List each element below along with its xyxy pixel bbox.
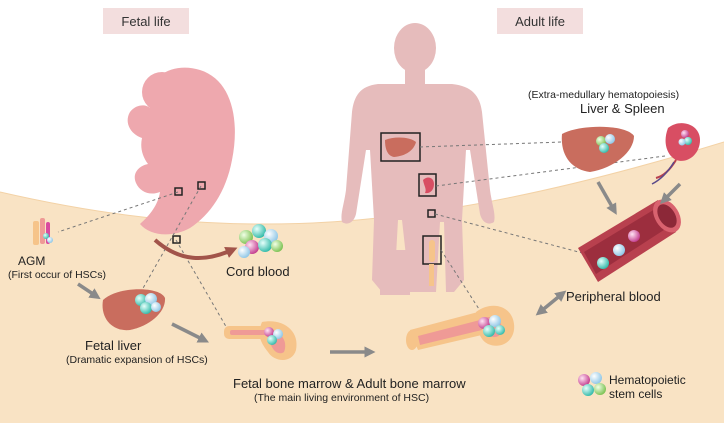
agm-icon	[33, 218, 53, 245]
crescent-band	[0, 142, 724, 423]
adult-femur-icon	[429, 240, 435, 262]
dash-fetal-liver	[141, 185, 202, 291]
embryo-site-liver-box	[197, 181, 206, 190]
dash-fetal-marrow	[175, 239, 229, 331]
arrow-agm-to-fetal-liver	[77, 282, 101, 300]
peripheral-blood-cells	[597, 230, 640, 269]
legend-label-line1: Hematopoietic	[609, 373, 686, 387]
arrow-bone-blood-exchange	[535, 290, 567, 316]
fetal-liver-cell-cluster	[135, 293, 161, 314]
embryo-figure	[127, 67, 235, 235]
adult-blood-box	[427, 209, 436, 218]
adult-lower-femur	[429, 264, 434, 286]
adult-body-figure	[341, 23, 495, 295]
legend-hsc-icon	[578, 372, 606, 396]
embryo-site-agm-box	[174, 187, 183, 196]
adult-liver-icon	[385, 137, 416, 157]
embryo-site-marrow-box	[172, 235, 181, 244]
fetal-life-header: Fetal life	[121, 14, 170, 29]
arrow-fetal-liver-to-bone	[171, 322, 210, 343]
liver-spleen-label: Liver & Spleen	[580, 101, 665, 116]
adult-spleen-icon	[423, 177, 434, 194]
extramedullary-label: (Extra-medullary hematopoiesis)	[528, 89, 679, 101]
bone-marrow-label: Fetal bone marrow & Adult bone marrow	[233, 376, 466, 391]
crescent-band-edge	[0, 141, 724, 225]
fetal-liver-label: Fetal liver	[85, 338, 142, 353]
adult-life-header-bg	[497, 8, 583, 34]
dash-adult-femur	[440, 249, 487, 321]
adult-liver-cell-cluster	[596, 134, 615, 153]
peripheral-blood-label: Peripheral blood	[566, 289, 661, 304]
arrow-spleen-to-vessel	[660, 182, 682, 204]
embryo-to-cord-blood-arrow	[153, 238, 238, 260]
fetal-bone-cell-cluster	[264, 327, 283, 345]
legend-label-line2: stem cells	[609, 387, 662, 401]
cord-blood-label: Cord blood	[226, 264, 290, 279]
fetal-life-header-bg	[103, 8, 189, 34]
dash-adult-blood	[434, 213, 591, 256]
bone-marrow-note: (The main living environment of HSC)	[254, 392, 429, 404]
adult-liver-large-icon	[561, 126, 634, 172]
agm-label: AGM	[18, 254, 45, 268]
spleen-icon	[651, 123, 700, 185]
arrow-liver-to-vessel	[596, 181, 617, 215]
dash-adult-spleen	[435, 155, 666, 187]
cord-blood-cell-cluster	[238, 224, 283, 258]
agm-note: (First occur of HSCs)	[8, 269, 106, 281]
fetal-liver-note: (Dramatic expansion of HSCs)	[66, 354, 208, 366]
adult-spleen-box	[418, 173, 437, 197]
adult-life-header: Adult life	[515, 14, 565, 29]
adult-bone-cell-cluster	[478, 315, 505, 337]
